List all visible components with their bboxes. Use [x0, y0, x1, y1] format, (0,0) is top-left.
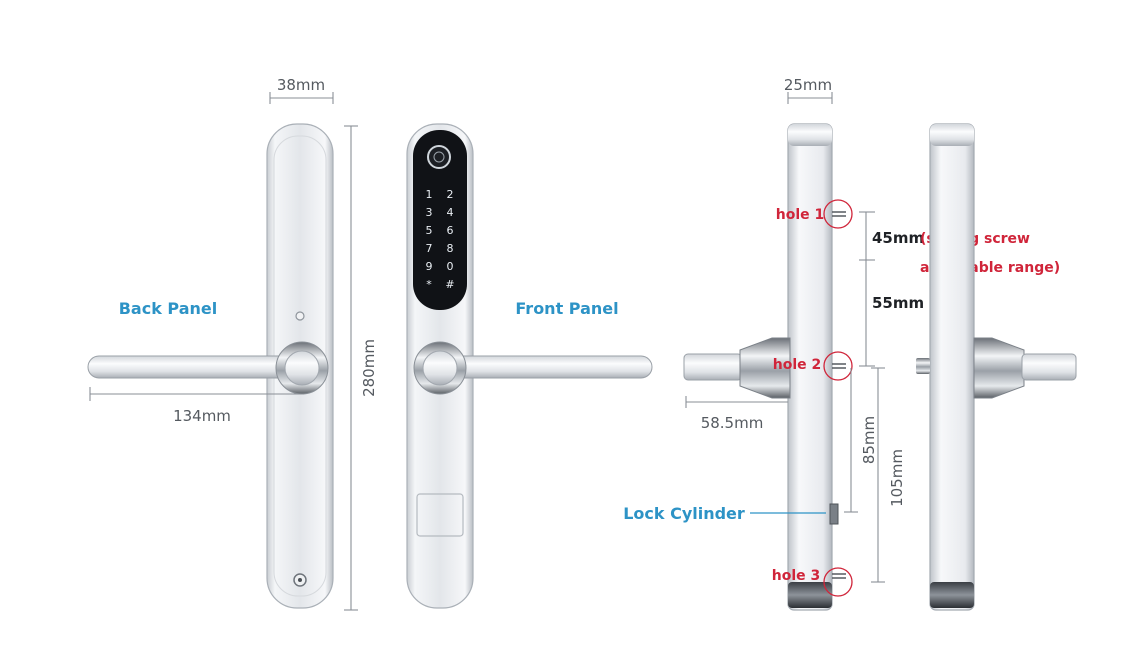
- key[interactable]: 2: [447, 188, 454, 201]
- front-panel: 1 2 3 4 5 6 7 8 9 0 * #: [406, 123, 653, 609]
- key[interactable]: *: [426, 278, 432, 291]
- cylinder-distance-label: 85mm: [860, 416, 878, 464]
- keypad-screen: [413, 130, 467, 310]
- hole-2-marker: [823, 351, 853, 381]
- hole-2-label: hole 2: [773, 357, 822, 373]
- hole-1-label: hole 1: [776, 207, 825, 223]
- side-dimensions: [685, 92, 885, 583]
- width-label: 38mm: [277, 76, 325, 94]
- hole-3-label: hole 3: [772, 568, 821, 584]
- handle-length-label: 134mm: [173, 407, 231, 425]
- back-panel: [87, 123, 334, 609]
- lock-cylinder-label: Lock Cylinder: [623, 504, 745, 523]
- projection-label: 58.5mm: [701, 414, 764, 432]
- key[interactable]: #: [445, 278, 454, 291]
- side-view-right: [916, 123, 1077, 611]
- key[interactable]: 9: [426, 260, 433, 273]
- hole3-distance-label: 105mm: [888, 449, 906, 507]
- height-label: 280mm: [360, 339, 378, 397]
- range-dim-label: 45mm: [872, 229, 924, 247]
- hole-spacing-label: 55mm: [872, 294, 924, 312]
- hole-1-marker: [823, 199, 853, 229]
- hole-3-marker: [823, 567, 853, 597]
- key[interactable]: 3: [426, 206, 433, 219]
- side-view-left: [683, 123, 853, 611]
- fingerprint-sensor-icon: [427, 145, 451, 169]
- key[interactable]: 5: [426, 224, 433, 237]
- key[interactable]: 6: [447, 224, 454, 237]
- keypad: 1 2 3 4 5 6 7 8 9 0 * #: [426, 188, 455, 291]
- front-panel-label: Front Panel: [515, 299, 618, 318]
- key[interactable]: 0: [447, 260, 454, 273]
- screw-icon: [295, 311, 305, 321]
- back-panel-label: Back Panel: [119, 299, 218, 318]
- depth-label: 25mm: [784, 76, 832, 94]
- key[interactable]: 8: [447, 242, 454, 255]
- key[interactable]: 1: [426, 188, 433, 201]
- key[interactable]: 7: [426, 242, 433, 255]
- card-reader-area: [416, 493, 464, 537]
- key[interactable]: 4: [447, 206, 454, 219]
- lock-cylinder-icon: [829, 503, 839, 525]
- back-dimensions: [89, 92, 358, 611]
